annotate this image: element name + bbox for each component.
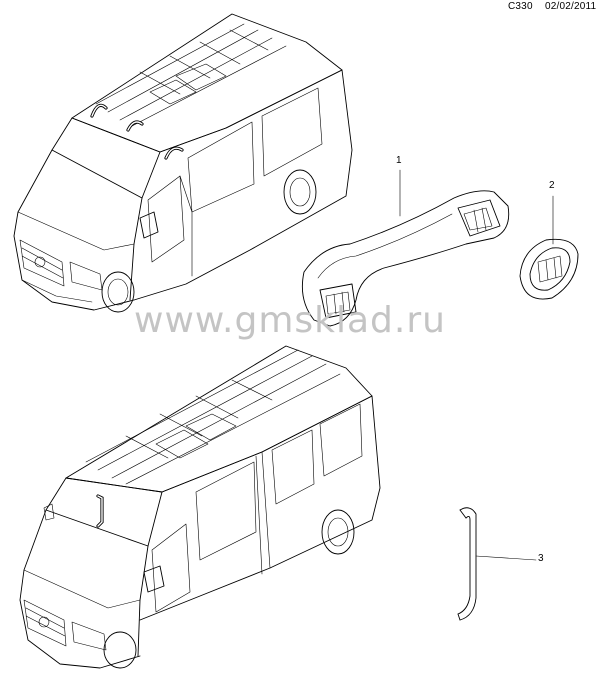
diagram-date: 02/02/2011 — [545, 1, 597, 12]
callout-1: 1 — [396, 155, 402, 166]
callout-3: 3 — [538, 553, 544, 564]
van-bottom-illustration — [19, 345, 381, 669]
part-1-grab-handle — [301, 169, 510, 327]
van-top-illustration — [13, 13, 353, 313]
watermark-text: www.gmsklad.ru — [134, 300, 446, 341]
diagram-code: C330 — [508, 1, 533, 12]
callout-2: 2 — [549, 180, 555, 191]
part-3-vertical-handle — [457, 507, 537, 621]
part-2-end-cap — [519, 195, 579, 300]
